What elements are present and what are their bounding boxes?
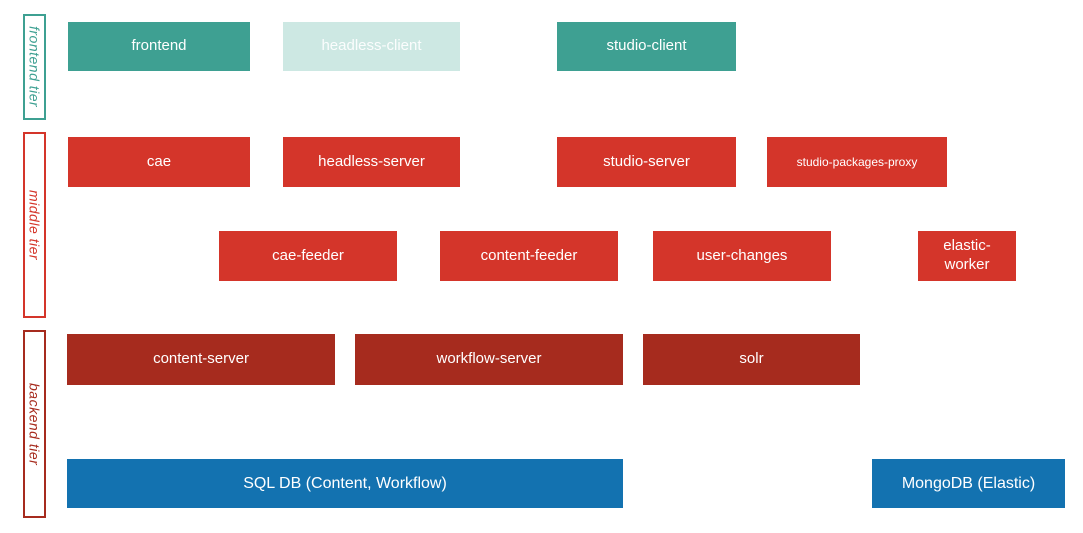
box-solr: solr [643, 334, 860, 385]
box-content-feeder: content-feeder [440, 231, 618, 281]
box-mongodb: MongoDB (Elastic) [872, 459, 1065, 508]
box-elastic-worker: elastic-worker [918, 231, 1016, 281]
box-studio-server: studio-server [557, 137, 736, 187]
box-sql-db: SQL DB (Content, Workflow) [67, 459, 623, 508]
box-studio-packages-proxy: studio-packages-proxy [767, 137, 947, 187]
box-studio-client: studio-client [557, 22, 736, 71]
box-workflow-server: workflow-server [355, 334, 623, 385]
box-cae-feeder: cae-feeder [219, 231, 397, 281]
box-user-changes: user-changes [653, 231, 831, 281]
box-content-server: content-server [67, 334, 335, 385]
tier-label-middle: middle tier [23, 132, 46, 318]
tier-label-backend: backend tier [23, 330, 46, 518]
box-cae: cae [68, 137, 250, 187]
box-headless-client: headless-client [283, 22, 460, 71]
box-headless-server: headless-server [283, 137, 460, 187]
tier-label-frontend: frontend tier [23, 14, 46, 120]
box-frontend: frontend [68, 22, 250, 71]
